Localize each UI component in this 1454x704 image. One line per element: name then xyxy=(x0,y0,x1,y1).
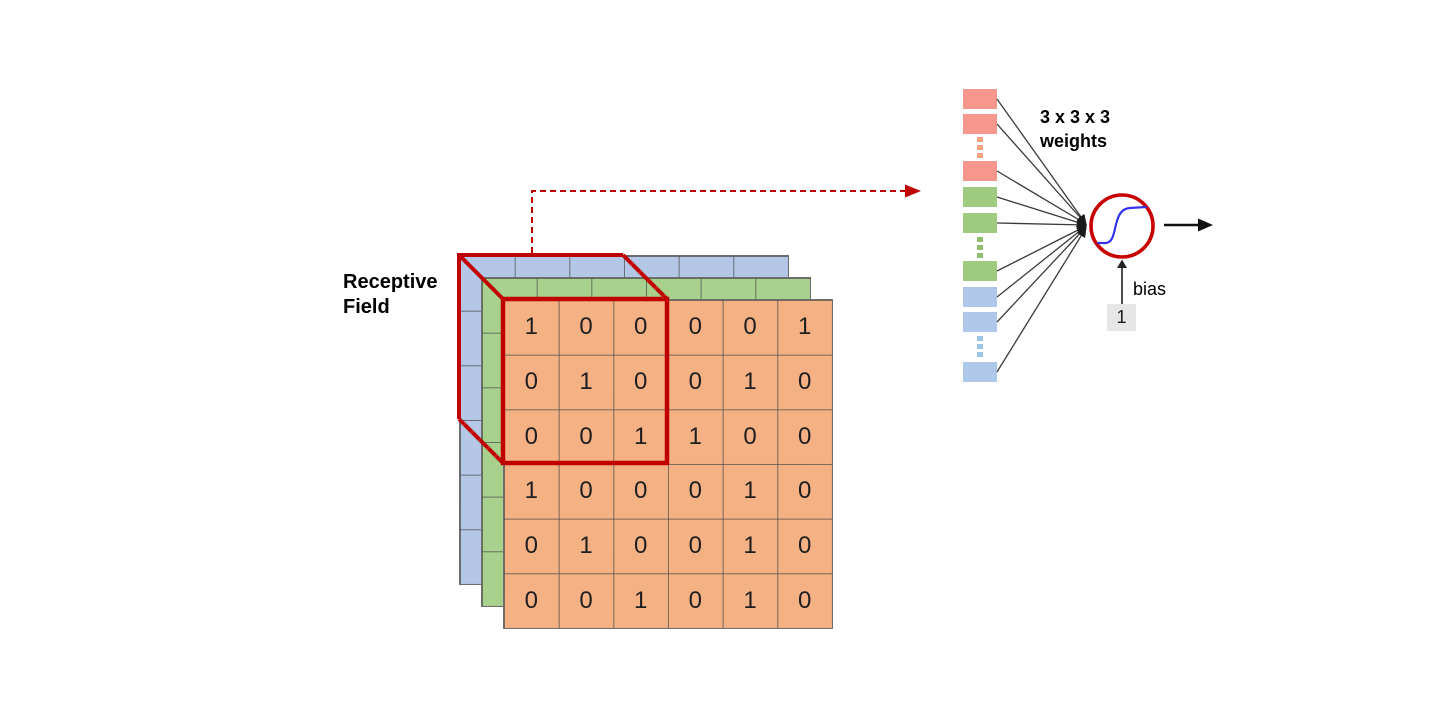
grid-cell: 0 xyxy=(524,422,538,450)
grid-cell: 0 xyxy=(688,477,702,505)
grid-cell: 1 xyxy=(633,422,648,450)
ellipsis-dots-blue xyxy=(963,336,997,357)
grid-cell: 1 xyxy=(524,313,538,341)
ellipsis-dots-green xyxy=(963,237,997,258)
bias-input-value: 1 xyxy=(1107,304,1136,331)
grid-cell: 0 xyxy=(688,367,702,395)
dashed-arrowhead xyxy=(905,184,921,198)
weight-square-blue-1 xyxy=(963,287,997,307)
grid-cell: 0 xyxy=(524,531,538,559)
receptive-field-to-weights-dashed-arrow xyxy=(531,190,905,253)
grid-cell: 1 xyxy=(633,586,648,614)
grid-cell: 0 xyxy=(633,313,648,341)
weights-label: 3 x 3 x 3 weights xyxy=(1040,107,1111,151)
grid-cell: 0 xyxy=(797,367,812,395)
grid-cell: 0 xyxy=(633,531,648,559)
weight-square-red-1 xyxy=(963,89,997,109)
grid-cell: 0 xyxy=(743,313,757,341)
weight-square-blue-3 xyxy=(963,362,997,382)
grid-cell: 1 xyxy=(797,313,812,341)
grid-cell: 0 xyxy=(688,313,702,341)
weight-square-green-1 xyxy=(963,187,997,207)
receptive-field-label: Receptive Field xyxy=(343,271,438,318)
weight-square-blue-2 xyxy=(963,312,997,332)
grid-cell: 0 xyxy=(579,422,593,450)
grid-cell: 1 xyxy=(743,477,757,505)
grid-cell: 0 xyxy=(797,477,812,505)
grid-cell: 0 xyxy=(579,586,593,614)
weight-square-green-3 xyxy=(963,261,997,281)
grid-cell: 0 xyxy=(524,367,538,395)
bias-label: bias xyxy=(1133,279,1167,299)
grid-cell: 0 xyxy=(579,477,593,505)
grid-cell: 0 xyxy=(688,586,702,614)
grid-cell: 0 xyxy=(743,422,757,450)
output-arrowhead xyxy=(1198,218,1213,232)
neuron-circle xyxy=(1089,193,1155,259)
grid-cell: 0 xyxy=(579,313,593,341)
grid-cell: 1 xyxy=(688,422,702,450)
grid-cell: 0 xyxy=(633,477,648,505)
grid-cell: 0 xyxy=(797,422,812,450)
weight-square-green-2 xyxy=(963,213,997,233)
grid-cell: 0 xyxy=(688,531,702,559)
grid-cell: 1 xyxy=(743,531,757,559)
grid-cell: 0 xyxy=(797,531,812,559)
weight-square-red-2 xyxy=(963,114,997,134)
grid-cell: 1 xyxy=(743,367,757,395)
grid-cell: 0 xyxy=(633,367,648,395)
ellipsis-dots-red xyxy=(963,137,997,158)
sigmoid-curve xyxy=(1096,205,1148,245)
grid-cell: 1 xyxy=(579,531,593,559)
input-layer-front-orange: 1 0 0 0 0 1 0 1 0 0 1 0 0 0 1 1 0 0 1 0 … xyxy=(503,299,833,629)
bias-arrowhead xyxy=(1117,259,1127,268)
grid-cell: 0 xyxy=(797,586,812,614)
grid-cell: 0 xyxy=(524,586,538,614)
weight-square-red-3 xyxy=(963,161,997,181)
grid-cell: 1 xyxy=(579,367,593,395)
grid-cell: 1 xyxy=(743,586,757,614)
grid-cell: 1 xyxy=(524,477,538,505)
